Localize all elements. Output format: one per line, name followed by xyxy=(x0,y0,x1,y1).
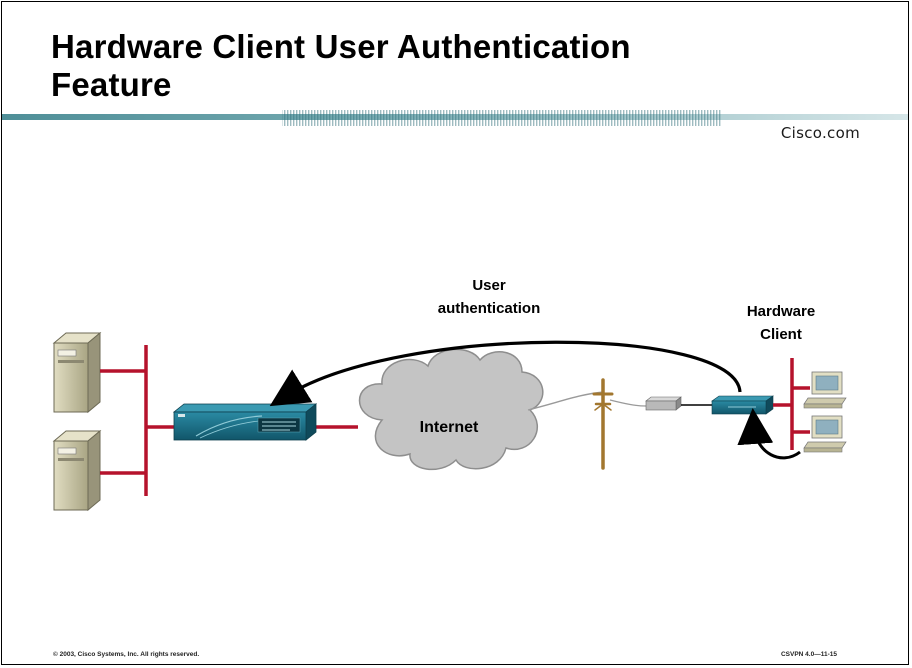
arc-label-line-1: User xyxy=(472,277,506,294)
footer-copyright: © 2003, Cisco Systems, Inc. All rights r… xyxy=(53,651,200,658)
local-auth-arrow xyxy=(737,408,801,460)
cloud-label: Internet xyxy=(420,419,479,436)
dsl-line xyxy=(609,399,647,407)
server-icon xyxy=(52,331,102,414)
modem-icon xyxy=(645,396,682,411)
client-label-line-2: Client xyxy=(760,326,802,343)
telephone-pole-icon xyxy=(592,378,614,470)
lan-segment xyxy=(100,345,358,496)
hardware-client-icon xyxy=(711,395,774,415)
client-label-line-1: Hardware xyxy=(747,303,815,320)
title-line-2: Feature xyxy=(51,66,172,103)
title-line-1: Hardware Client User Authentication xyxy=(51,28,631,65)
internet-cloud-icon: Internet xyxy=(358,348,544,471)
vpn-concentrator-icon xyxy=(172,403,318,441)
cisco-brand: Cisco.com xyxy=(780,124,860,142)
header-band xyxy=(2,110,908,126)
footer-slide-number: CSVPN 4.0—11-15 xyxy=(780,651,837,658)
authentication-arrow xyxy=(269,340,742,407)
server-icon xyxy=(52,429,102,512)
pc-icon xyxy=(803,371,847,409)
arc-label-line-2: authentication xyxy=(438,300,541,317)
slide-title: Hardware Client User Authentication Feat… xyxy=(51,28,631,104)
client-lan-segment xyxy=(773,358,810,450)
pc-icon xyxy=(803,415,847,453)
